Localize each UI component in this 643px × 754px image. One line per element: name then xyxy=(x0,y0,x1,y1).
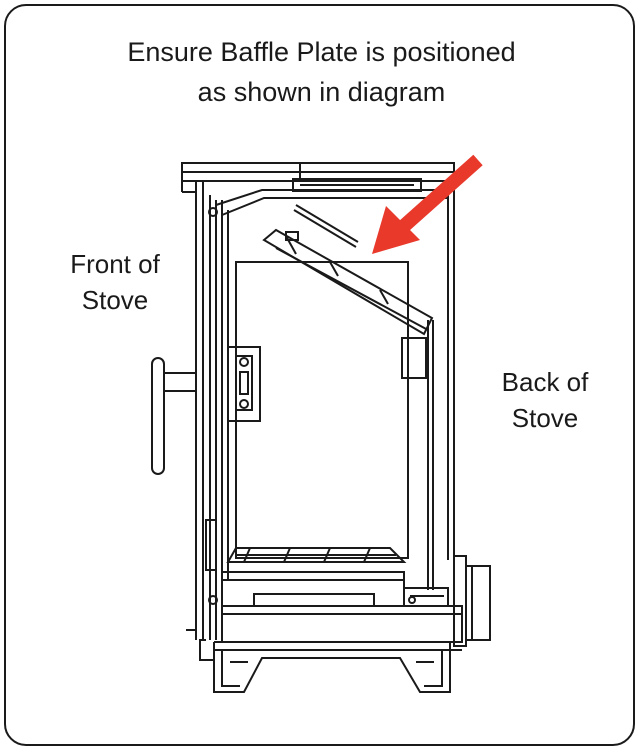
front-label-line-2: Stove xyxy=(81,285,149,315)
stove-base xyxy=(213,641,462,693)
front-label-line-1: Front of xyxy=(70,249,160,279)
door-hinge-block xyxy=(227,346,261,422)
grate xyxy=(226,547,407,563)
diagram-frame xyxy=(4,4,635,746)
stove-body xyxy=(151,162,491,693)
firebox-floor xyxy=(221,571,405,607)
rear-outlet xyxy=(453,555,467,647)
front-of-stove-label: Front of Stove xyxy=(40,246,190,318)
back-of-stove-label: Back of Stove xyxy=(480,364,610,436)
back-label-line-1: Back of xyxy=(501,367,589,397)
door-handle xyxy=(151,357,197,475)
caption-line-1: Ensure Baffle Plate is positioned xyxy=(127,37,516,67)
baffle-pointer-arrow xyxy=(372,154,483,254)
baffle-support xyxy=(401,337,427,379)
instruction-caption: Ensure Baffle Plate is positioned as sho… xyxy=(0,32,643,112)
back-label-line-2: Stove xyxy=(511,403,579,433)
baffle-plate xyxy=(262,228,434,336)
caption-line-2: as shown in diagram xyxy=(197,77,446,107)
ash-pan xyxy=(221,605,463,643)
